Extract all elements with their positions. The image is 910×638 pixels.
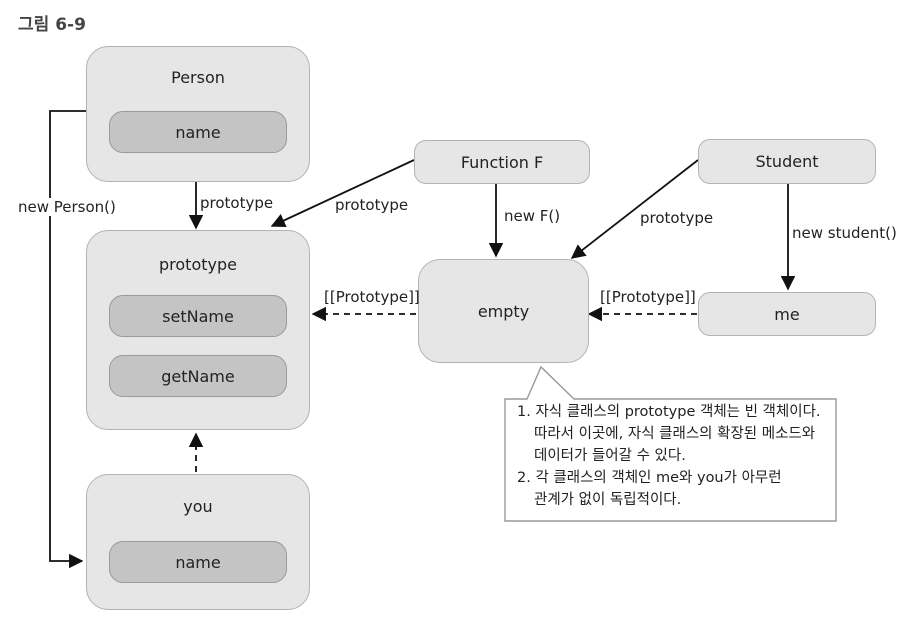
edge-new-person bbox=[49, 110, 86, 569]
edge-f-prototype bbox=[270, 159, 415, 228]
you-node: you name bbox=[86, 474, 310, 610]
new-person-label: new Person() bbox=[18, 198, 116, 216]
empty-label: empty bbox=[477, 302, 530, 321]
you-label: you bbox=[183, 497, 213, 516]
proto-left-label: [[Prototype]] bbox=[324, 288, 420, 306]
me-node: me bbox=[698, 292, 876, 336]
getname-slot: getName bbox=[109, 355, 287, 397]
person-label: Person bbox=[171, 68, 225, 87]
prototype-node: prototype setName getName bbox=[86, 230, 310, 430]
note-line-2: 따라서 이곳에, 자식 클래스의 확장된 메소드와 bbox=[534, 426, 816, 442]
you-name-slot: name bbox=[109, 541, 287, 583]
person-name-slot: name bbox=[109, 111, 287, 153]
note-line-3: 데이터가 들어갈 수 있다. bbox=[534, 448, 686, 464]
setname-slot: setName bbox=[109, 295, 287, 337]
figure-title: 그림 6-9 bbox=[18, 15, 86, 35]
student-node: Student bbox=[698, 139, 876, 184]
proto-right-label: [[Prototype]] bbox=[600, 288, 696, 306]
f-prototype-label: prototype bbox=[335, 196, 409, 214]
explanation-note: 1. 자식 클래스의 prototype 객체는 빈 객체이다. 따라서 이곳에… bbox=[505, 395, 837, 521]
student-prototype-label: prototype bbox=[640, 209, 714, 227]
prototype-label: prototype bbox=[159, 255, 237, 274]
new-student-label: new student() bbox=[792, 224, 897, 242]
function-f-node: Function F bbox=[414, 140, 590, 184]
note-callout-shape bbox=[504, 365, 837, 522]
person-prototype-label: prototype bbox=[200, 194, 274, 212]
empty-node: empty bbox=[418, 259, 589, 363]
note-line-1: 1. 자식 클래스의 prototype 객체는 빈 객체이다. bbox=[517, 404, 821, 420]
note-line-5: 관계가 없이 독립적이다. bbox=[534, 492, 682, 508]
edge-student-prototype bbox=[570, 159, 699, 259]
note-line-4: 2. 각 클래스의 객체인 me와 you가 아무런 bbox=[517, 470, 782, 486]
new-f-label: new F() bbox=[504, 207, 561, 225]
person-node: Person name bbox=[86, 46, 310, 182]
